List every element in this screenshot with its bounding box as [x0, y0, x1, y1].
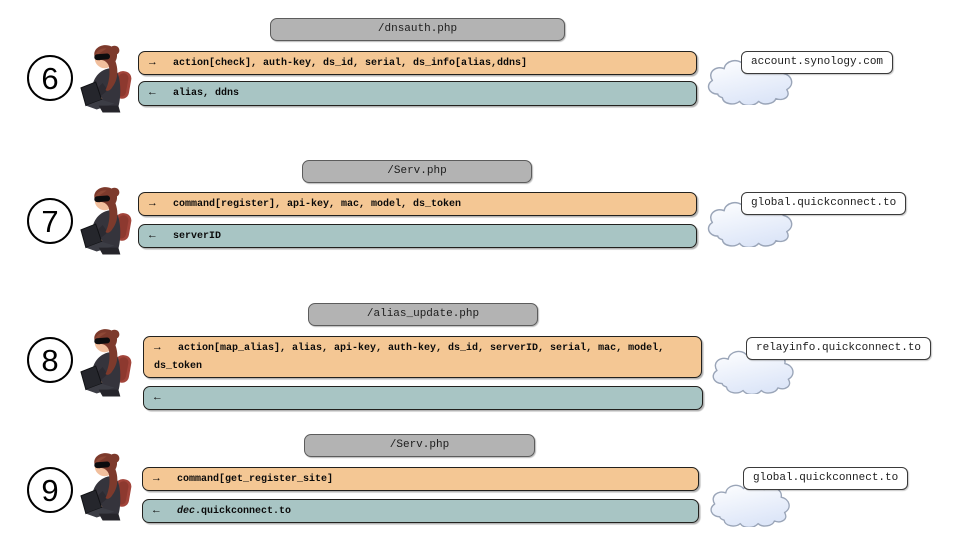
response-box: ← — [143, 386, 703, 410]
left-arrow-icon: ← — [149, 87, 156, 99]
request-box: → command[get_register_site] — [142, 467, 699, 491]
server-label: account.synology.com — [741, 51, 894, 74]
response-em: dec — [177, 506, 196, 517]
response-params: .quickconnect.to — [195, 506, 292, 517]
right-arrow-icon: → — [149, 57, 156, 69]
endpoint-box: /Serv.php — [302, 160, 532, 183]
endpoint-box: /Serv.php — [304, 434, 535, 457]
step-number: 6 — [27, 55, 73, 101]
request-params: action[check], auth-key, ds_id, serial, … — [173, 58, 528, 69]
right-arrow-icon: → — [153, 473, 160, 485]
right-arrow-icon: → — [149, 198, 156, 210]
endpoint-box: /alias_update.php — [308, 303, 538, 326]
server-label: global.quickconnect.to — [741, 192, 907, 215]
endpoint-box: /dnsauth.php — [270, 18, 565, 41]
response-box: ← serverID — [138, 224, 697, 248]
step-number: 8 — [27, 337, 73, 383]
request-params: command[get_register_site] — [177, 474, 334, 485]
response-params: alias, ddns — [173, 88, 240, 99]
request-box: →action[map_alias], alias, api-key, auth… — [143, 336, 702, 378]
left-arrow-icon: ← — [149, 230, 156, 242]
request-box: → command[register], api-key, mac, model,… — [138, 192, 697, 216]
server-label: global.quickconnect.to — [743, 467, 909, 490]
left-arrow-icon: ← — [154, 392, 161, 404]
right-arrow-icon: → — [154, 342, 161, 354]
server-label: relayinfo.quickconnect.to — [746, 337, 932, 360]
response-box: ← dec.quickconnect.to — [142, 499, 699, 523]
hacker-icon — [79, 451, 142, 525]
left-arrow-icon: ← — [153, 505, 160, 517]
response-box: ← alias, ddns — [138, 81, 697, 106]
request-params: action[map_alias], alias, api-key, auth-… — [154, 343, 665, 372]
step-number: 9 — [27, 467, 73, 513]
step-number: 7 — [27, 198, 73, 244]
request-box: → action[check], auth-key, ds_id, serial,… — [138, 51, 697, 75]
response-params: serverID — [173, 231, 222, 242]
request-params: command[register], api-key, mac, model, … — [173, 199, 462, 210]
